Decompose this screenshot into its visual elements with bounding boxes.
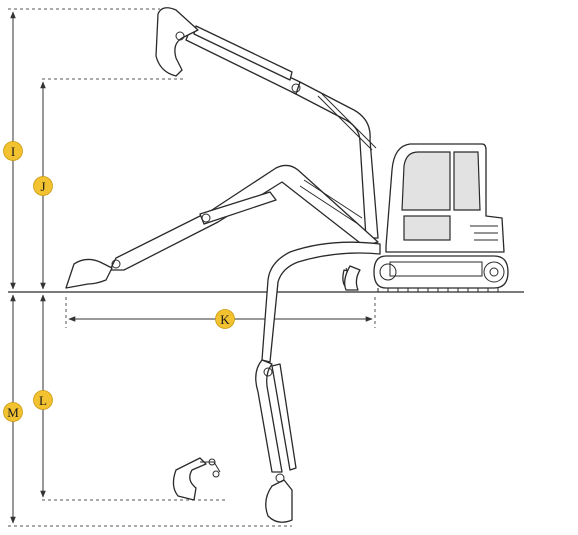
arm-max-height <box>155 7 379 239</box>
label-M: M <box>7 405 19 420</box>
label-K: K <box>220 312 230 327</box>
dimension-lines <box>10 11 373 524</box>
label-I: I <box>11 144 15 159</box>
label-L: L <box>39 393 47 408</box>
badge-K: K <box>215 309 235 329</box>
badge-I: I <box>3 141 23 161</box>
badge-L: L <box>33 390 53 410</box>
label-J: J <box>40 179 45 194</box>
badge-J: J <box>33 176 53 196</box>
bucket-detail <box>172 457 221 501</box>
badge-M: M <box>3 402 23 422</box>
arm-max-depth <box>255 241 381 523</box>
reference-lines <box>8 8 376 527</box>
excavator-body <box>344 143 509 292</box>
arm-max-reach <box>65 164 379 289</box>
